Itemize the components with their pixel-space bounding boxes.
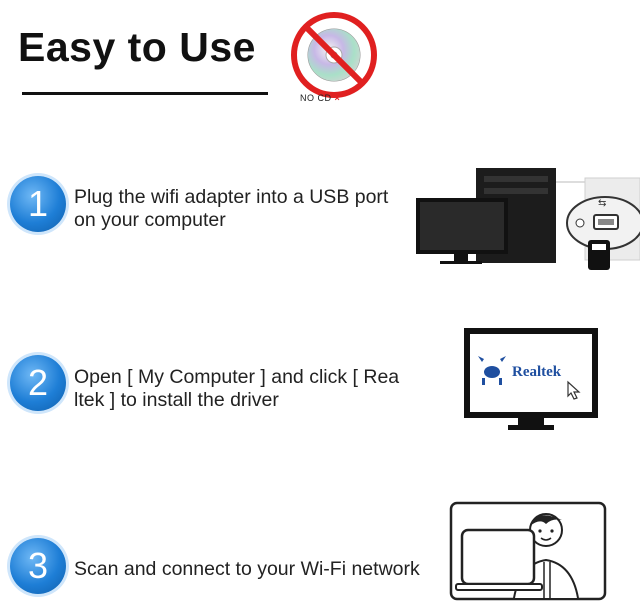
realtek-logo-text: Realtek [512,364,562,380]
svg-text:⇆: ⇆ [598,198,606,209]
page-title: Easy to Use [18,24,256,70]
computer-usb-illustration: ⇆ [416,168,640,270]
cursor-icon [567,380,581,400]
no-cd-label: NO CD × [300,93,341,103]
title-underline [22,92,268,95]
step-3-badge: 3 [10,538,66,594]
step-3-text: Scan and connect to your Wi-Fi network [74,558,420,580]
no-cd-icon [291,12,377,98]
step-2-badge: 2 [10,355,66,411]
person-laptop-illustration [449,501,607,601]
step-1-text: Plug the wifi adapter into a USB port on… [74,186,389,231]
monitor-realtek-illustration: Realtek [464,328,598,430]
step-1-badge: 1 [10,176,66,232]
step-2-text: Open [ My Computer ] and click [ Rea lte… [74,366,400,411]
